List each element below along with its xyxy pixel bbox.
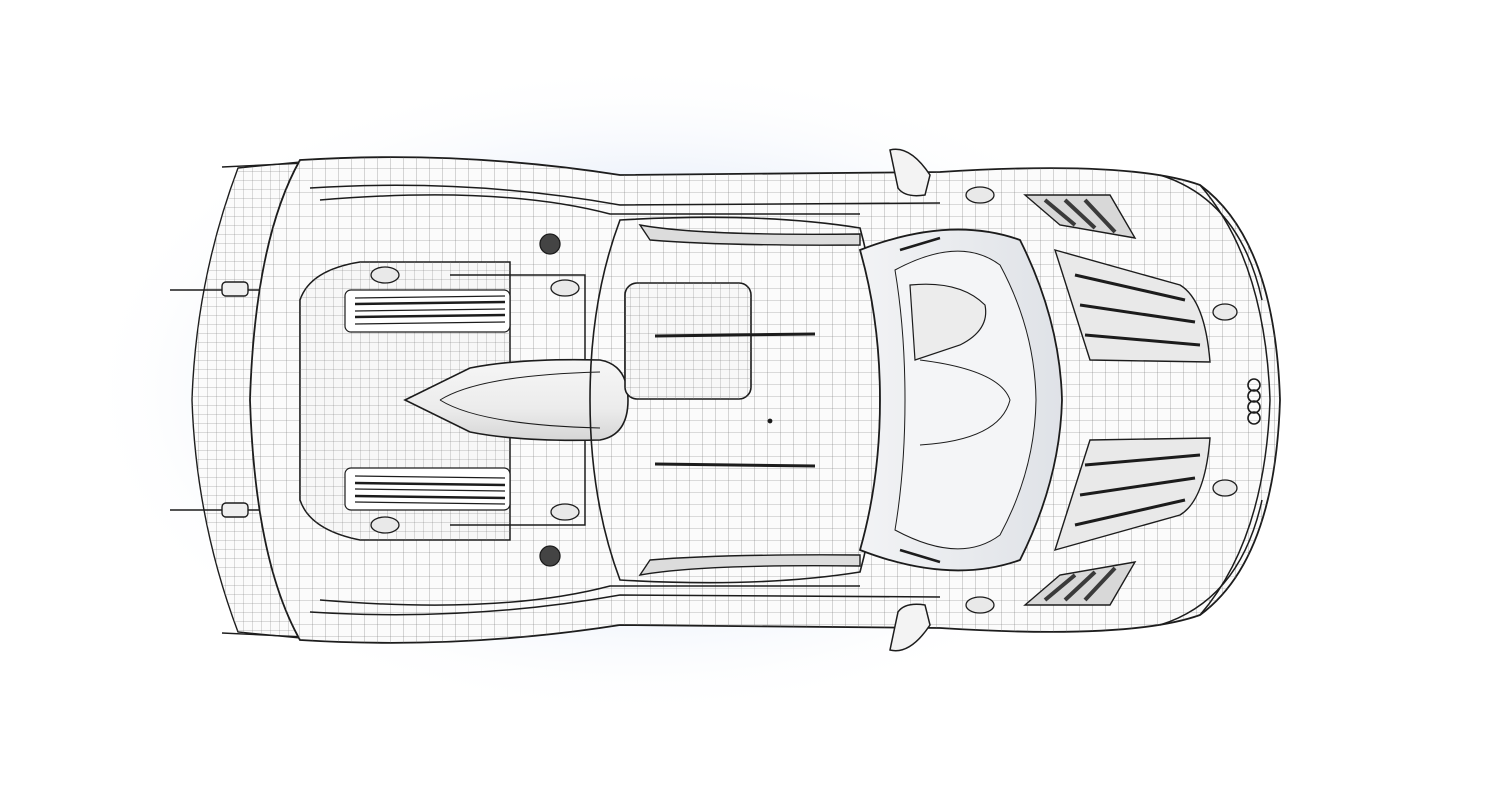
side-mirrors xyxy=(889,148,931,652)
side-windows xyxy=(638,224,861,576)
roof xyxy=(589,216,881,584)
front-fasteners xyxy=(965,186,1238,614)
four-rings-icon xyxy=(1247,378,1261,425)
fender-louvres xyxy=(1023,194,1137,606)
windshield xyxy=(858,228,1063,572)
rear-fasteners xyxy=(370,233,580,567)
roof-intake-pod xyxy=(403,358,629,442)
rear-louvres-lower xyxy=(344,467,511,511)
side-sills xyxy=(309,184,941,616)
rear-louvres-upper xyxy=(344,289,511,333)
hood-vent-upper xyxy=(1053,248,1211,363)
hood-vent-lower xyxy=(1053,437,1211,552)
front-bumper xyxy=(1159,174,1271,626)
